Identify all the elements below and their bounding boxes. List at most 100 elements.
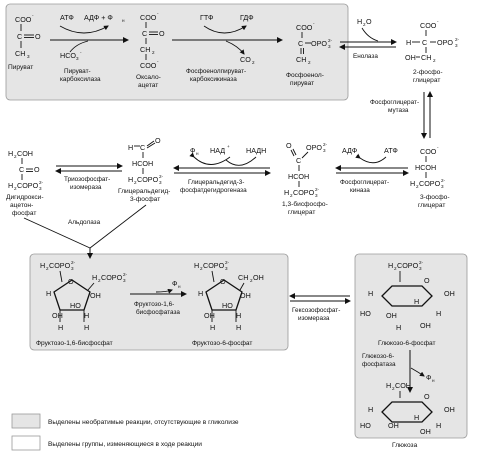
svg-text:фосфатдегидрогеназа: фосфатдегидрогеназа: [180, 187, 247, 194]
gpi-enzyme: Гексозофосфат-: [292, 307, 340, 314]
svg-text:H: H: [84, 323, 89, 332]
svg-text:H: H: [198, 289, 203, 298]
svg-text:O: O: [68, 277, 74, 286]
svg-text:HCOH: HCOH: [132, 159, 153, 168]
co2-label: CO: [240, 55, 251, 64]
pi-label-1: Ф: [190, 146, 196, 155]
svg-text:3: 3: [455, 43, 458, 48]
adp-label-2: АДФ: [342, 146, 358, 155]
svg-text:2: 2: [392, 386, 395, 391]
svg-text:H: H: [194, 261, 199, 270]
svg-text:-: -: [437, 145, 439, 150]
svg-text:карбоксикиназа: карбоксикиназа: [190, 75, 237, 83]
svg-text:3: 3: [323, 148, 326, 153]
svg-text:H: H: [414, 413, 419, 422]
legend-swatch-groups: [11, 435, 41, 451]
svg-text:C: C: [19, 165, 24, 174]
svg-text:3: 3: [328, 44, 331, 49]
svg-text:COPO: COPO: [419, 179, 441, 188]
svg-text:C: C: [296, 156, 301, 165]
svg-text:2-: 2-: [315, 187, 320, 192]
gapdh-enzyme: Глицеральдегид-3-: [188, 179, 244, 186]
svg-text:2: 2: [200, 266, 203, 271]
svg-text:глицерат: глицерат: [413, 77, 440, 84]
svg-text:2-: 2-: [225, 260, 230, 265]
legend-swatch-irreversible: [11, 413, 41, 429]
svg-text:2: 2: [433, 58, 436, 63]
svg-text:н: н: [178, 284, 181, 289]
svg-text:HO: HO: [360, 309, 371, 318]
atp-label-2: АТФ: [384, 146, 398, 155]
svg-text:-: -: [157, 11, 159, 16]
svg-text:2: 2: [252, 60, 255, 65]
svg-text:2-: 2-: [328, 38, 333, 43]
svg-text:HO: HO: [70, 301, 81, 310]
svg-text:OH: OH: [405, 53, 416, 62]
svg-text:2: 2: [46, 266, 49, 271]
g3p-label: Глицеральдегид-: [118, 188, 170, 195]
svg-text:OH: OH: [444, 289, 455, 298]
svg-text:H: H: [368, 405, 373, 414]
pgm-enzyme: Фосфоглицерат-: [370, 99, 419, 106]
svg-text:H: H: [128, 175, 133, 184]
svg-text:глицерат: глицерат: [288, 209, 315, 216]
gdp-label: ГДФ: [240, 13, 254, 22]
svg-text:2-: 2-: [39, 180, 44, 185]
svg-text:2: 2: [152, 50, 155, 55]
adp-pi-label-1: АДФ + Ф: [84, 13, 113, 22]
fbpase-enzyme: Фруктозо-1,6-: [134, 301, 174, 308]
svg-text:HO: HO: [222, 301, 233, 310]
svg-text:н: н: [196, 151, 199, 156]
svg-text:H: H: [368, 289, 373, 298]
svg-text:2: 2: [14, 154, 17, 159]
svg-text:O: O: [155, 136, 161, 145]
pep-label: Фосфоенол-: [286, 72, 324, 79]
svg-text:O: O: [286, 141, 292, 150]
svg-text:CH: CH: [296, 55, 306, 64]
svg-text:H: H: [388, 261, 393, 270]
svg-text:HO: HO: [360, 421, 371, 430]
svg-text:H: H: [436, 309, 441, 318]
svg-text:H: H: [84, 311, 89, 320]
enolase-enzyme: Енолаза: [353, 53, 378, 60]
bpg-label: 1,3-бисфосфо-: [282, 200, 328, 208]
svg-text:H: H: [8, 181, 13, 190]
svg-text:COO: COO: [420, 21, 437, 30]
svg-text:ацетат: ацетат: [138, 82, 158, 89]
svg-text:OPO: OPO: [306, 143, 322, 152]
svg-text:COPO: COPO: [101, 273, 123, 282]
g6pase-enzyme: Глюкозо-6-: [362, 353, 394, 360]
svg-text:O: O: [159, 29, 165, 38]
svg-text:H: H: [386, 381, 391, 390]
svg-text:H: H: [8, 149, 13, 158]
pyruvate-label: Пируват: [8, 64, 33, 71]
legend-text-irreversible: Выделены необратимые реакции, отсутствую…: [48, 418, 239, 426]
svg-text:HCOH: HCOH: [415, 163, 436, 172]
svg-text:COO: COO: [140, 13, 157, 22]
oxaloacetate-label: Оксало-: [136, 74, 161, 81]
svg-text:OH: OH: [240, 291, 251, 300]
svg-text:-: -: [80, 50, 82, 55]
svg-text:глицерат: глицерат: [418, 202, 445, 209]
fbp-label: Фруктозо-1,6-бисфосфат: [36, 339, 113, 347]
svg-text:3: 3: [419, 266, 422, 271]
svg-text:COPO: COPO: [203, 261, 225, 270]
svg-text:3: 3: [76, 56, 79, 61]
svg-text:COH: COH: [17, 149, 33, 158]
svg-text:-: -: [32, 13, 34, 18]
svg-text:O: O: [424, 392, 430, 401]
dhap-label: Дигидрокси-: [6, 194, 44, 201]
svg-text:OH: OH: [388, 421, 399, 430]
glucose-label: Глюкоза: [392, 442, 418, 449]
svg-text:2: 2: [290, 193, 293, 198]
svg-text:3: 3: [27, 54, 30, 59]
svg-text:3: 3: [441, 184, 444, 189]
svg-text:3: 3: [71, 266, 74, 271]
svg-text:H: H: [436, 421, 441, 430]
